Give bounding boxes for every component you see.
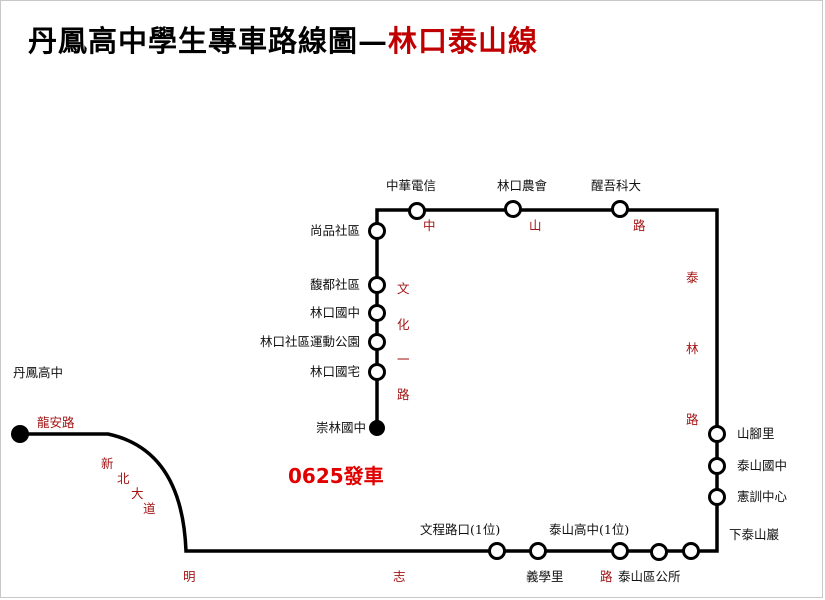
page-title: 丹鳳高中學生專車路線圖—林口泰山線 — [28, 18, 538, 60]
road-wenhua-4: 路 — [397, 387, 410, 402]
stop-label-cht: 中華電信 — [386, 178, 437, 193]
road-taishan-2: 林 — [686, 341, 699, 356]
stop-label-chonglin: 崇林國中 — [315, 420, 366, 435]
stop-markers — [368, 200, 726, 561]
origin-label: 丹鳳高中 — [13, 365, 64, 380]
road-longan: 龍安路 — [37, 415, 75, 430]
stop-label-lingdu: 馥都社區 — [309, 277, 360, 292]
stop-marker-linkou-farmers — [504, 200, 522, 218]
stop-label-xianxun: 憲訓中心 — [737, 489, 788, 504]
stop-marker-linkou-guozhai — [368, 363, 386, 381]
stop-marker-wencheng — [488, 542, 506, 560]
stop-marker-yixueli — [529, 542, 547, 560]
stop-label-linkou-jhs: 林口國中 — [309, 305, 360, 320]
stop-marker-shanjiao — [708, 425, 726, 443]
road-xinbei-2: 北 — [117, 471, 130, 486]
road-xinbei-4: 道 — [143, 501, 156, 516]
road-mingzhi-3: 路 — [600, 569, 613, 584]
stop-label-yixueli: 義學里 — [526, 569, 564, 584]
road-zhongshan-3: 路 — [633, 218, 646, 233]
road-xinbei-3: 大 — [131, 486, 144, 501]
route-line — [20, 208, 719, 553]
stop-marker-lingdu — [368, 276, 386, 294]
road-mingzhi-2: 志 — [393, 569, 406, 584]
stop-marker-xianxun — [708, 488, 726, 506]
road-wenhua-2: 化 — [397, 317, 410, 332]
stop-label-taishan-jhs: 泰山國中 — [737, 458, 788, 473]
departure-time-value: 0625 — [288, 464, 344, 488]
road-zhongshan-1: 中 — [423, 218, 436, 233]
road-wenhua-3: 一 — [397, 352, 410, 367]
stop-label-xiataishanyan: 下泰山巖 — [729, 527, 780, 542]
stop-marker-linkou-jhs — [368, 304, 386, 322]
stop-label-taishan-office: 泰山區公所 — [618, 569, 681, 584]
stop-label-shangpin: 尚品社區 — [309, 223, 360, 238]
stop-marker-cht — [408, 202, 426, 220]
stop-marker-taishan-shs — [611, 542, 629, 560]
stop-label-shanjiao: 山腳里 — [737, 426, 775, 441]
road-xinbei-1: 新 — [101, 456, 114, 471]
stop-marker-sports-park — [368, 333, 386, 351]
stop-label-linkou-guozhai: 林口國宅 — [309, 364, 360, 379]
departure-label: 發車 — [343, 464, 384, 488]
stop-marker-taishan-office — [650, 543, 668, 561]
terminal-marker — [369, 420, 385, 436]
stop-label-sports-park: 林口社區運動公園 — [259, 334, 360, 349]
stop-marker-taishan-jhs — [708, 457, 726, 475]
road-zhongshan-2: 山 — [529, 218, 542, 233]
title-main: 丹鳳高中學生專車路線圖— — [28, 24, 389, 58]
departure-time: 0625發車 — [288, 460, 384, 489]
stop-label-taishan-shs: 泰山高中(1位) — [549, 522, 630, 537]
road-wenhua-1: 文 — [397, 281, 410, 296]
title-route: 林口泰山線 — [388, 24, 539, 58]
road-taishan-1: 泰 — [686, 270, 699, 285]
stop-marker-xiataishanyan — [682, 542, 700, 560]
stop-marker-xingwu — [611, 200, 629, 218]
stop-label-wencheng: 文程路口(1位) — [420, 522, 501, 537]
road-mingzhi-1: 明 — [183, 569, 196, 584]
stop-label-xingwu: 醒吾科大 — [591, 178, 642, 193]
stop-marker-shangpin — [368, 222, 386, 240]
road-taishan-3: 路 — [686, 412, 699, 427]
stop-label-linkou-farmers: 林口農會 — [497, 178, 548, 193]
origin-marker — [11, 425, 29, 443]
